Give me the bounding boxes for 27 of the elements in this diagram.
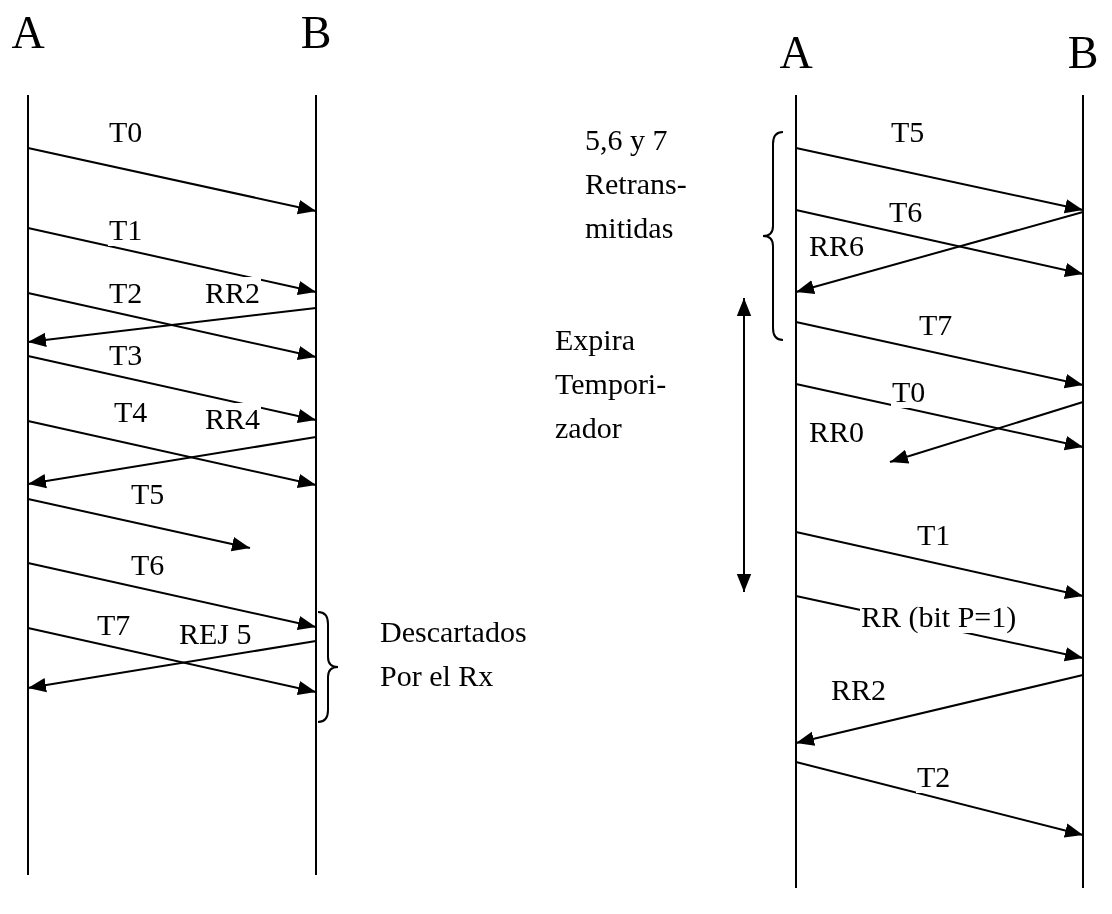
message-arrow [795, 761, 1084, 838]
message-arrow [795, 531, 1084, 600]
message-arrow [795, 209, 1084, 278]
message-arrow [27, 227, 317, 296]
message-arrow [27, 147, 317, 215]
annotation-text: 5,6 y 7 Retrans- mitidas [585, 122, 688, 246]
message-arrow [27, 436, 317, 489]
message-arrow [27, 355, 317, 424]
message-arrow [795, 147, 1084, 214]
message-arrow [889, 401, 1084, 464]
participant-label: A [10, 8, 46, 58]
participant-label: B [1066, 28, 1100, 78]
message-arrow [27, 420, 317, 489]
annotation-text: Descartados Por el Rx [380, 614, 528, 694]
message-arrow [27, 640, 317, 693]
message-arrow [27, 562, 317, 631]
message-arrow [27, 498, 251, 552]
participant-label: A [778, 28, 814, 78]
message-arrow [27, 292, 317, 361]
message-arrow [795, 211, 1084, 295]
message-arrow [795, 321, 1084, 389]
message-arrow [27, 627, 317, 696]
message-arrow [795, 674, 1084, 746]
message-arrow [795, 383, 1084, 451]
participant-label: B [299, 8, 333, 58]
message-arrow [27, 307, 317, 348]
annotation-text: Expira Tempori- zador [555, 322, 668, 446]
